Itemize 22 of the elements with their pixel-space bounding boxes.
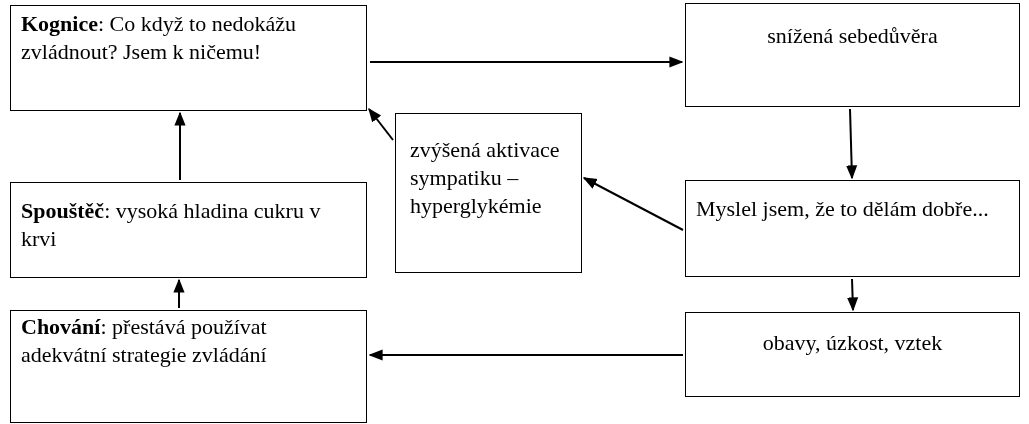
text-box xyxy=(395,113,582,273)
arrow xyxy=(846,108,858,180)
text-box xyxy=(685,180,1020,277)
text-box xyxy=(685,3,1020,107)
arrow xyxy=(368,349,684,361)
text-box xyxy=(10,182,367,278)
box-text: Spouštěč: vysoká hladina cukru v krvi xyxy=(21,197,322,254)
text-box xyxy=(10,310,367,423)
box-text: zvýšená aktivace sympatiku – hyperglykémie xyxy=(410,136,561,221)
arrow xyxy=(173,278,185,309)
arrow xyxy=(174,111,186,181)
box-text: Chování: přestává používat adekvátní strategie zvládání xyxy=(21,313,268,370)
text-box xyxy=(10,5,367,111)
box-text: obavy, úzkost, vztek xyxy=(761,329,944,357)
box-text: Myslel jsem, že to dělám dobře... xyxy=(696,195,990,223)
box-text: Kognice: Co když to nedokážu zvládnout? Jsem k ničemu! xyxy=(21,10,297,67)
arrow xyxy=(847,278,859,312)
arrow xyxy=(369,56,684,68)
arrow xyxy=(582,177,684,231)
box-text: snížená sebedůvěra xyxy=(766,22,939,50)
arrow xyxy=(368,107,394,141)
text-box xyxy=(685,312,1020,397)
